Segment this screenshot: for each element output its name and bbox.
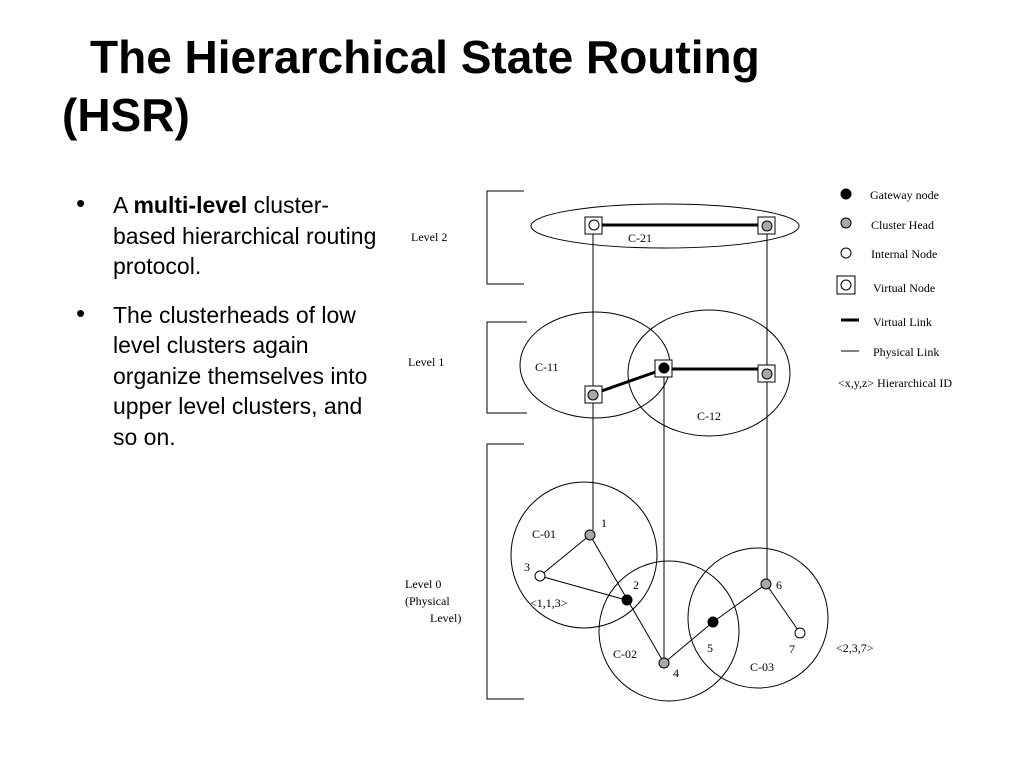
- cluster-c21-label: C-21: [628, 231, 652, 245]
- bullet-item-2: • The clusterheads of low level clusters…: [76, 297, 391, 453]
- legend-hierarchical-id-label: <x,y,z> Hierarchical ID: [838, 376, 952, 390]
- gateway-node: [658, 362, 670, 374]
- physical-link: [712, 583, 767, 623]
- legend-physical-link-label: Physical Link: [873, 345, 939, 359]
- bullet-dot-icon: •: [76, 188, 86, 218]
- cluster-c21-ellipse: [530, 203, 800, 249]
- bullet-1-text-b: cluster-based hierarchical routing proto…: [113, 192, 377, 279]
- slide-title: The Hierarchical State Routing (HSR): [62, 28, 882, 144]
- level-2-bracket: [486, 190, 524, 285]
- legend-virtual-link-label: Virtual Link: [873, 315, 932, 329]
- cluster-c01-circle: [510, 481, 658, 629]
- level-0-sub-label: (Physical: [405, 594, 450, 608]
- level-0-sub-label-2: Level): [430, 611, 461, 625]
- legend-cluster-head-icon: [840, 217, 852, 229]
- cluster-c02-circle: [598, 560, 740, 702]
- node-6: [760, 578, 772, 590]
- bullet-list: • A multi-level cluster-based hierarchic…: [76, 188, 391, 470]
- cluster-c11-label: C-11: [535, 360, 559, 374]
- cluster-c01-label: C-01: [532, 527, 556, 541]
- level-1-bracket: [486, 321, 527, 414]
- hierarchical-id-237: <2,3,7>: [836, 641, 874, 655]
- virtual-link: [592, 367, 665, 396]
- node-4: [658, 657, 670, 669]
- legend-internal-node-icon: [840, 247, 852, 259]
- cluster-head-node: [587, 389, 599, 401]
- cluster-c03-circle: [687, 547, 829, 689]
- physical-link: [539, 534, 591, 577]
- physical-link: [663, 621, 714, 664]
- legend-virtual-node-inner-icon: [840, 279, 852, 291]
- level-0-label: Level 0: [405, 577, 441, 591]
- bullet-dot-icon: •: [76, 297, 86, 328]
- cluster-c03-label: C-03: [750, 660, 774, 674]
- title-line-2: (HSR): [62, 89, 190, 141]
- legend-virtual-node-label: Virtual Node: [873, 281, 935, 295]
- node-2: [621, 594, 633, 606]
- node-7: [794, 627, 806, 639]
- node-3-label: 3: [524, 560, 530, 574]
- level-0-bracket: [486, 443, 524, 700]
- node-2-label: 2: [633, 578, 639, 592]
- node-6-label: 6: [776, 578, 782, 592]
- hierarchical-id-113: <1,1,3>: [530, 596, 568, 610]
- node-5: [707, 616, 719, 628]
- cluster-c12-ellipse: [627, 309, 791, 437]
- node-7-label: 7: [789, 642, 795, 656]
- node-1-label: 1: [601, 516, 607, 530]
- bullet-2-text: The clusterheads of low level clusters a…: [113, 301, 368, 450]
- legend: Gateway node Cluster Head Internal Node …: [836, 188, 952, 390]
- node-1: [584, 529, 596, 541]
- cluster-c12-label: C-12: [697, 409, 721, 423]
- node-3: [534, 570, 546, 582]
- bullet-1-text-a: A: [113, 192, 134, 218]
- cluster-head-node: [761, 220, 773, 232]
- legend-gateway-label: Gateway node: [870, 188, 939, 202]
- node-4-label: 4: [673, 666, 679, 680]
- bullet-item-1: • A multi-level cluster-based hierarchic…: [76, 188, 391, 282]
- legend-gateway-icon: [840, 188, 852, 200]
- physical-link: [539, 575, 627, 601]
- legend-internal-node-label: Internal Node: [871, 247, 937, 261]
- level-2-label: Level 2: [411, 230, 447, 244]
- node-5-label: 5: [707, 641, 713, 655]
- bullet-1-bold: multi-level: [133, 192, 248, 218]
- title-line-1: The Hierarchical State Routing: [90, 31, 760, 83]
- physical-link: [765, 583, 801, 634]
- level-1-label: Level 1: [408, 355, 444, 369]
- legend-cluster-head-label: Cluster Head: [871, 218, 934, 232]
- cluster-head-node: [761, 368, 773, 380]
- cluster-c02-label: C-02: [613, 647, 637, 661]
- internal-node: [588, 219, 600, 231]
